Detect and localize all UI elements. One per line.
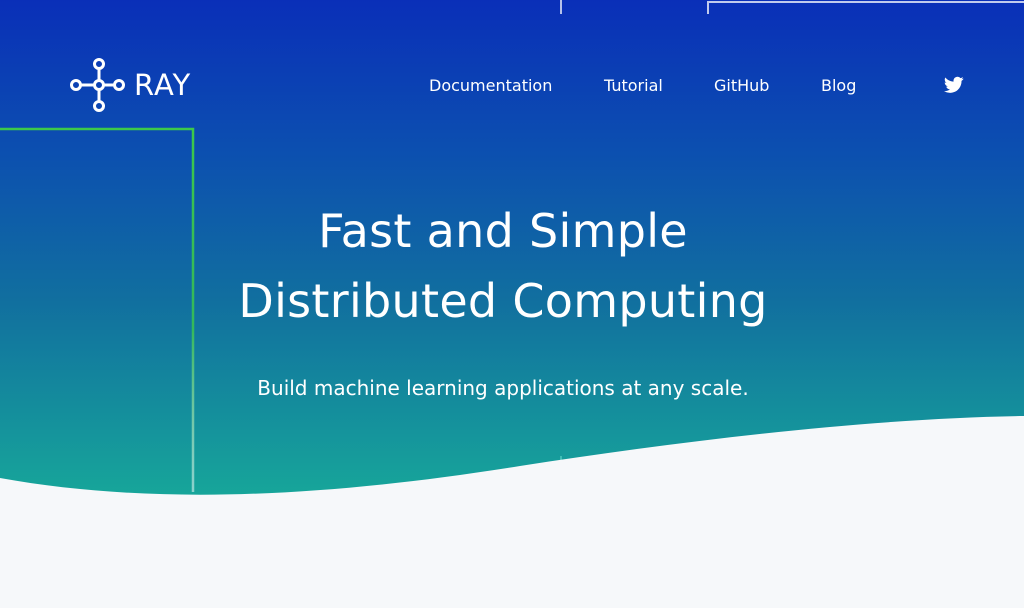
hero-headline-line1: Fast and Simple — [318, 204, 688, 258]
ray-nodes-icon — [70, 58, 125, 112]
twitter-icon — [943, 76, 964, 93]
nav-link-tutorial[interactable]: Tutorial — [604, 76, 663, 95]
nav-link-github[interactable]: GitHub — [714, 76, 770, 95]
nav-link-blog[interactable]: Blog — [821, 76, 857, 95]
nav-link-documentation[interactable]: Documentation — [429, 76, 553, 95]
ray-logo-link[interactable]: RAY — [70, 58, 191, 112]
logo-text: RAY — [134, 68, 192, 102]
hero-headline: Fast and Simple Distributed Computing — [0, 196, 1006, 336]
hero-headline-line2: Distributed Computing — [238, 274, 768, 328]
twitter-link[interactable] — [943, 76, 964, 94]
top-nav: Documentation Tutorial GitHub Blog — [0, 75, 1024, 97]
hero-subtitle: Build machine learning applications at a… — [257, 376, 749, 400]
